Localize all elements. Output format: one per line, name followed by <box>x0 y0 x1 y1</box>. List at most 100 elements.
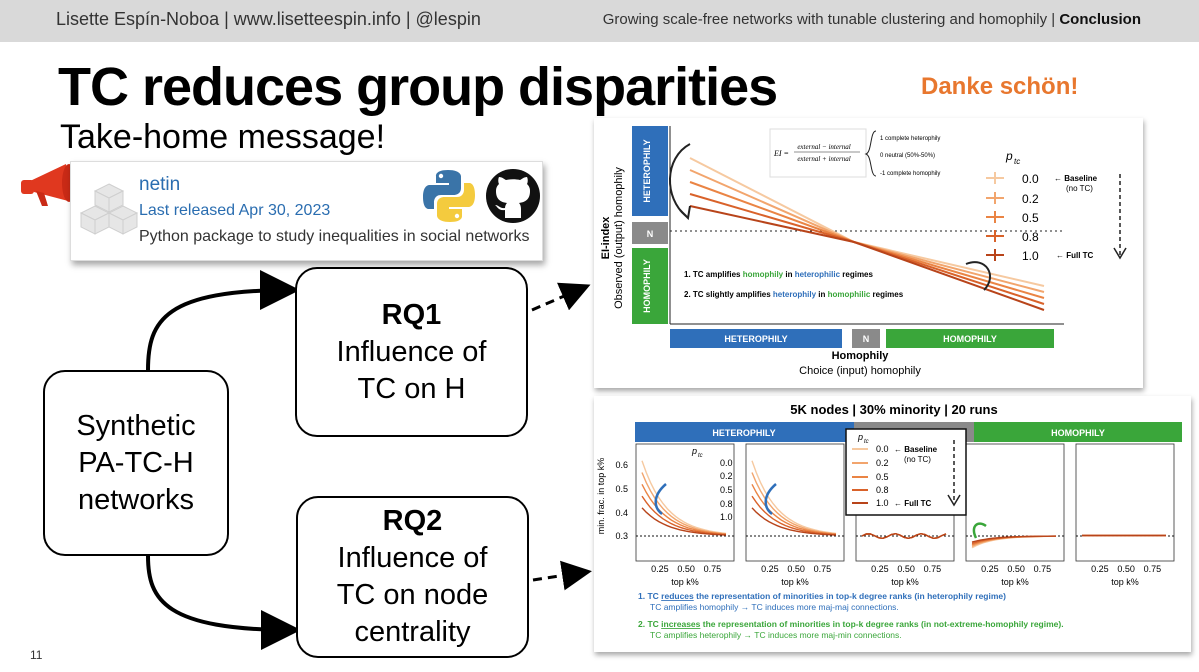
finding-2: 2. TC slightly amplifies heterophily in … <box>684 290 904 299</box>
ei-line-ptc-0.8 <box>689 193 1045 305</box>
rq2-box: RQ2 Influence of TC on node centrality <box>296 496 529 658</box>
page-number: 11 <box>30 648 43 662</box>
header-bar: Lisette Espín-Noboa | www.lisetteespin.i… <box>0 0 1199 42</box>
fig2-series-line <box>641 495 727 536</box>
rq2-line: Influence of <box>337 542 488 574</box>
rq1-label: RQ1 <box>381 298 442 331</box>
legend-title: p <box>857 432 863 442</box>
xtick: 0.75 <box>1034 564 1052 574</box>
fig2-band-homophily-label: HOMOPHILY <box>1051 428 1105 438</box>
package-description: Python package to study inequalities in … <box>139 228 530 245</box>
legend-value: 0.0 <box>876 444 889 454</box>
band-neutral-horizontal-label: N <box>863 334 870 344</box>
fig2-xlabel: top k% <box>891 577 919 587</box>
ei-line-ptc-1.0 <box>689 205 1045 311</box>
synthetic-networks-box: Synthetic PA-TC-H networks <box>43 370 229 556</box>
figure-top-k-canvas: 5K nodes | 30% minority | 20 runs HETERO… <box>596 402 1182 640</box>
package-name[interactable]: netin <box>139 174 181 195</box>
rq1-line: TC on H <box>357 372 466 405</box>
amplify-homophily-arrow <box>669 143 691 217</box>
fig2-series-line <box>641 460 727 535</box>
rq2-line: TC on node <box>336 579 489 611</box>
rq2-line: centrality <box>354 616 471 648</box>
xtick: 0.50 <box>1007 564 1025 574</box>
legend-value: 0.5 <box>876 472 889 482</box>
arrow-rq1-to-figure1 <box>531 282 591 312</box>
band-homophily-horizontal <box>886 329 1054 348</box>
formula-case: -1 complete homophily <box>880 171 940 177</box>
band-neutral-vertical-label: N <box>647 229 654 239</box>
fig2-reduce-arrow <box>654 483 667 515</box>
formula-lhs: EI = <box>773 149 789 158</box>
python-logo-icon[interactable] <box>421 168 477 224</box>
formula-case: 1 complete heterophily <box>880 136 940 142</box>
synthetic-line: networks <box>77 483 195 516</box>
fig2-series-line <box>751 460 837 535</box>
xtick: 0.75 <box>704 564 722 574</box>
legend-baseline-note: ← Baseline <box>894 445 938 454</box>
fig2-xlabel: top k% <box>1111 577 1139 587</box>
synthetic-line: PA-TC-H <box>78 446 194 479</box>
note-1-detail: TC amplifies homophily → TC induces more… <box>650 602 899 612</box>
legend-baseline-note: ← Baseline <box>1054 174 1098 183</box>
legend-subscript: tc <box>864 439 869 445</box>
legend-fulltc-note: ← Full TC <box>1056 251 1094 260</box>
legend-value: 0.8 <box>876 485 889 495</box>
legend-value: 0.2 <box>1022 192 1039 206</box>
fig2-band-homophily <box>974 422 1182 442</box>
github-logo-icon[interactable] <box>485 168 541 224</box>
formula-denominator: external + internal <box>797 155 850 163</box>
xtick: 0.25 <box>871 564 889 574</box>
ytick: 0.6 <box>615 460 628 470</box>
panel-legend-value: 0.5 <box>720 485 733 495</box>
figure-ei-index: HETEROPHILY N HOMOPHILY EI-index Observe… <box>594 118 1143 388</box>
legend-value: 0.2 <box>876 458 889 468</box>
package-cubes-icon <box>79 183 139 235</box>
note-1: 1. TC reduces the representation of mino… <box>638 591 1006 601</box>
ytick: 0.5 <box>615 484 628 494</box>
package-card[interactable]: netin Last released Apr 30, 2023 Python … <box>70 161 543 261</box>
xtick: 0.50 <box>1117 564 1135 574</box>
ei-index-lines <box>689 157 1045 311</box>
xtick: 0.75 <box>924 564 942 574</box>
xtick: 0.50 <box>677 564 695 574</box>
figure-ei-index-canvas: HETEROPHILY N HOMOPHILY EI-index Observe… <box>600 126 1127 377</box>
legend-noTC-note: (no TC) <box>1066 184 1093 193</box>
fig2-series-line <box>971 535 1056 543</box>
formula-case: 0 neutral (50%-50%) <box>880 153 935 159</box>
author-info: Lisette Espín-Noboa | www.lisetteespin.i… <box>56 9 481 29</box>
fig2-series-line <box>751 507 837 536</box>
xtick: 0.75 <box>814 564 832 574</box>
slide-title: TC reduces group disparities <box>58 57 778 117</box>
legend-title: p <box>1005 149 1013 163</box>
band-heterophily-vertical <box>632 126 668 216</box>
band-heterophily-horizontal-label: HETEROPHILY <box>724 334 787 344</box>
panel-legend-value: 1.0 <box>720 512 733 522</box>
ytick: 0.3 <box>615 531 628 541</box>
figure-top-k-ranking: 5K nodes | 30% minority | 20 runs HETERO… <box>594 396 1191 652</box>
fig2-xlabel: top k% <box>1001 577 1029 587</box>
fig1-xlabel: Choice (input) homophily <box>799 365 921 377</box>
amplify-heterophily-arrow <box>965 261 991 291</box>
formula-box <box>769 128 867 178</box>
fig2-band-heterophily <box>635 422 854 442</box>
panel-legend-value: 0.0 <box>720 458 733 468</box>
fig2-increase-arrow <box>972 522 987 539</box>
band-homophily-horizontal-label: HOMOPHILY <box>943 334 997 344</box>
xtick: 0.50 <box>787 564 805 574</box>
fig2-reduce-arrow <box>764 483 777 515</box>
note-2-detail: TC amplifies heterophily → TC induces mo… <box>650 630 902 640</box>
fig2-xlabel: top k% <box>781 577 809 587</box>
note-2: 2. TC increases the representation of mi… <box>638 619 1064 629</box>
panel-legend-value: 0.2 <box>720 471 733 481</box>
rq1-line: Influence of <box>336 335 487 368</box>
legend-subscript: tc <box>1014 157 1020 166</box>
talk-title: Growing scale-free networks with tunable… <box>603 11 1141 28</box>
band-heterophily-horizontal <box>670 329 842 348</box>
band-heterophily-vertical-label: HETEROPHILY <box>642 139 652 202</box>
rq2-label: RQ2 <box>382 505 443 537</box>
